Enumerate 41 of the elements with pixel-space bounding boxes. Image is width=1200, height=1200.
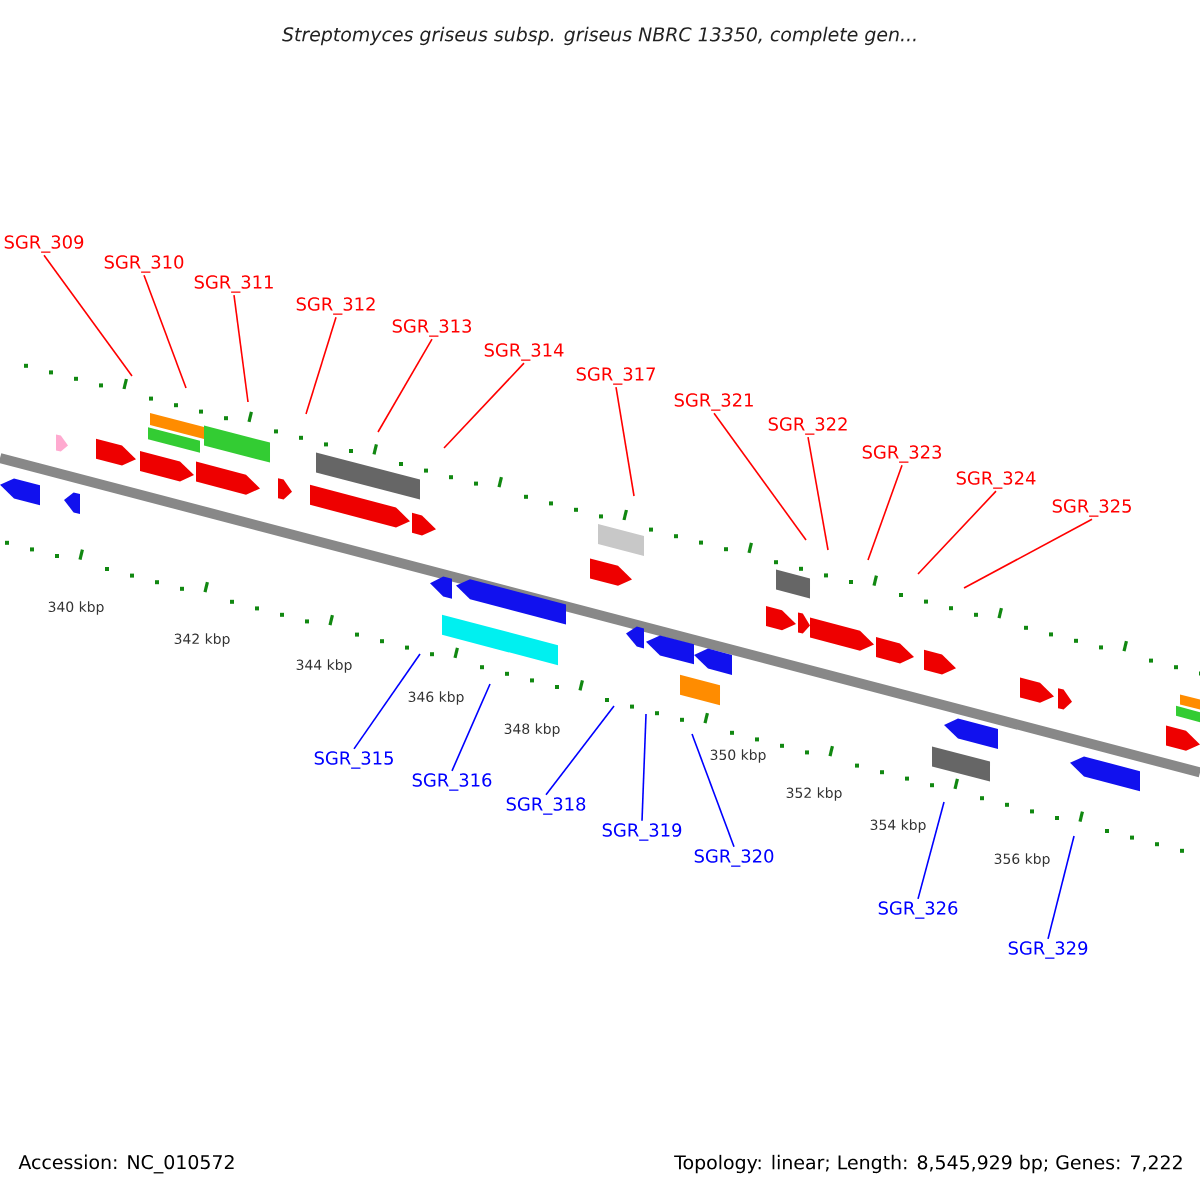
leader-line [615,386,635,497]
gene-label: SGR_322 [768,417,847,435]
leader-line [641,713,647,822]
gene-label: SGR_329 [1008,941,1088,959]
gene-label: SGR_319 [602,823,682,841]
leader-line [233,294,249,403]
leader-line [917,490,997,575]
gene-label: SGR_321 [674,393,753,411]
leader-line [305,316,337,415]
gene-label: SGR_314 [484,343,564,361]
leader-line [963,518,1093,589]
leader-line [143,274,187,389]
gene-label: SGR_315 [314,751,393,769]
gene-label: SGR_311 [194,275,273,293]
gene-label: SGR_320 [694,849,774,867]
genome-info-text: Topology: linear; Length: 8,545,929 bp; Genes: 7,222 [674,1154,1182,1174]
gene-label: SGR_324 [956,471,1036,489]
gene-label: SGR_316 [412,773,492,791]
accession-text: Accession: NC_010572 [18,1154,234,1174]
leader-line [807,436,829,551]
gene-label: SGR_318 [506,797,586,815]
gene-label: SGR_323 [862,445,942,463]
leader-line [691,733,735,848]
leader-line [1047,835,1075,940]
gene-label: SGR_310 [104,255,184,273]
leader-line [451,683,491,772]
leader-line [443,362,525,449]
gene-label: SGR_326 [878,901,958,919]
leader-line [377,338,433,433]
leader-line [867,464,903,561]
gene-label: SGR_312 [296,297,375,315]
title: Streptomyces griseus subsp. griseus NBRC 13350, complete gen... [282,26,916,46]
gene-label: SGR_313 [392,319,472,337]
leader-line [917,801,945,900]
leader-line [713,412,807,541]
gene-label: SGR_325 [1052,499,1131,517]
leader-line [353,653,421,750]
gene-label: SGR_309 [4,235,84,253]
leader-line [545,705,615,796]
leader-line [43,254,133,377]
gene-label: SGR_317 [576,367,655,385]
